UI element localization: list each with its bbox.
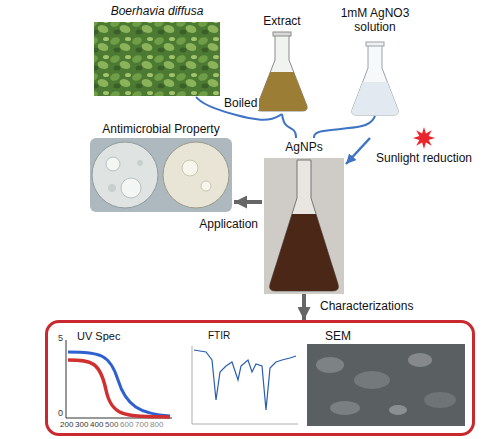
nanoparticle-flask (264, 158, 344, 294)
flask-node: 1mM AgNO3 solution (335, 6, 415, 116)
uv-chart (66, 340, 172, 418)
sem-panel: SEM (305, 326, 467, 426)
petri-dishes (90, 138, 232, 212)
extract-flask (257, 32, 307, 111)
node-label: FTIR (208, 330, 280, 342)
ftir-panel: FTIR (188, 326, 300, 430)
node-label: Sunlight reduction (370, 151, 478, 165)
connector (234, 200, 262, 204)
characterization-box: CharacterizationsUV SpecFTIRSEM (45, 320, 475, 436)
node-label: 1mM AgNO3 solution (335, 6, 415, 35)
node-label: Extract (250, 14, 314, 28)
connector (302, 294, 306, 320)
flask-node: Extract (250, 14, 314, 114)
connector-label: Application (197, 217, 260, 231)
sunlight-node: Sunlight reduction (370, 126, 478, 166)
plant-photo-node: Boerhavia diffusa (94, 4, 220, 97)
silver-nitrate-flask (352, 42, 398, 115)
axis-tick-label: 5 (58, 334, 63, 343)
node-label: UV Spec (77, 330, 155, 343)
node-label: AgNPs (262, 140, 346, 154)
connector (346, 138, 370, 164)
sun-star (413, 127, 435, 149)
connector (314, 116, 375, 138)
ftir-chart (192, 346, 298, 424)
connector (282, 114, 296, 138)
axis-tick-label: 0 (58, 409, 63, 418)
axis-tick-label: 500 (105, 421, 118, 429)
axis-tick-label: 800 (150, 421, 163, 429)
connector-label: Boiled (222, 96, 259, 110)
petri-dish-node: Antimicrobial Property (88, 122, 234, 214)
connector (196, 97, 282, 120)
axis-tick-label: 200 (60, 421, 73, 429)
node-label: Boerhavia diffusa (94, 4, 220, 18)
axis-tick-label: 400 (90, 421, 103, 429)
flask-node: AgNPs (262, 138, 346, 294)
section-heading: Characterizations (320, 299, 413, 313)
uv-spectrum-panel: UV Spec (55, 326, 177, 428)
sem-image (307, 344, 465, 426)
axis-tick-label: 300 (75, 421, 88, 429)
node-label: SEM (325, 329, 447, 343)
axis-tick-label: 700 (135, 421, 148, 429)
node-label: Antimicrobial Property (88, 122, 234, 136)
plant-photo (94, 22, 220, 96)
axis-tick-label: 600 (120, 421, 133, 429)
